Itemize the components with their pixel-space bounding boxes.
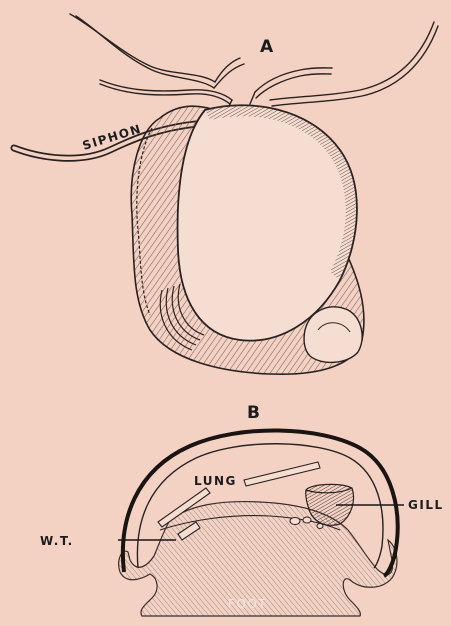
panel-b-letter: B <box>247 403 260 423</box>
panel-b-diagram: B FOOT LUNG GILL W.T. <box>40 403 444 616</box>
stalk-branches <box>70 14 438 112</box>
foot-label: FOOT <box>228 597 267 611</box>
water-tube-label: W.T. <box>40 534 74 548</box>
gill-label: GILL <box>408 498 444 512</box>
shell-knob <box>304 307 362 362</box>
panel-a-diagram: SIPHON A <box>14 14 438 374</box>
lung-label: LUNG <box>194 474 237 488</box>
panel-a-letter: A <box>260 37 274 57</box>
